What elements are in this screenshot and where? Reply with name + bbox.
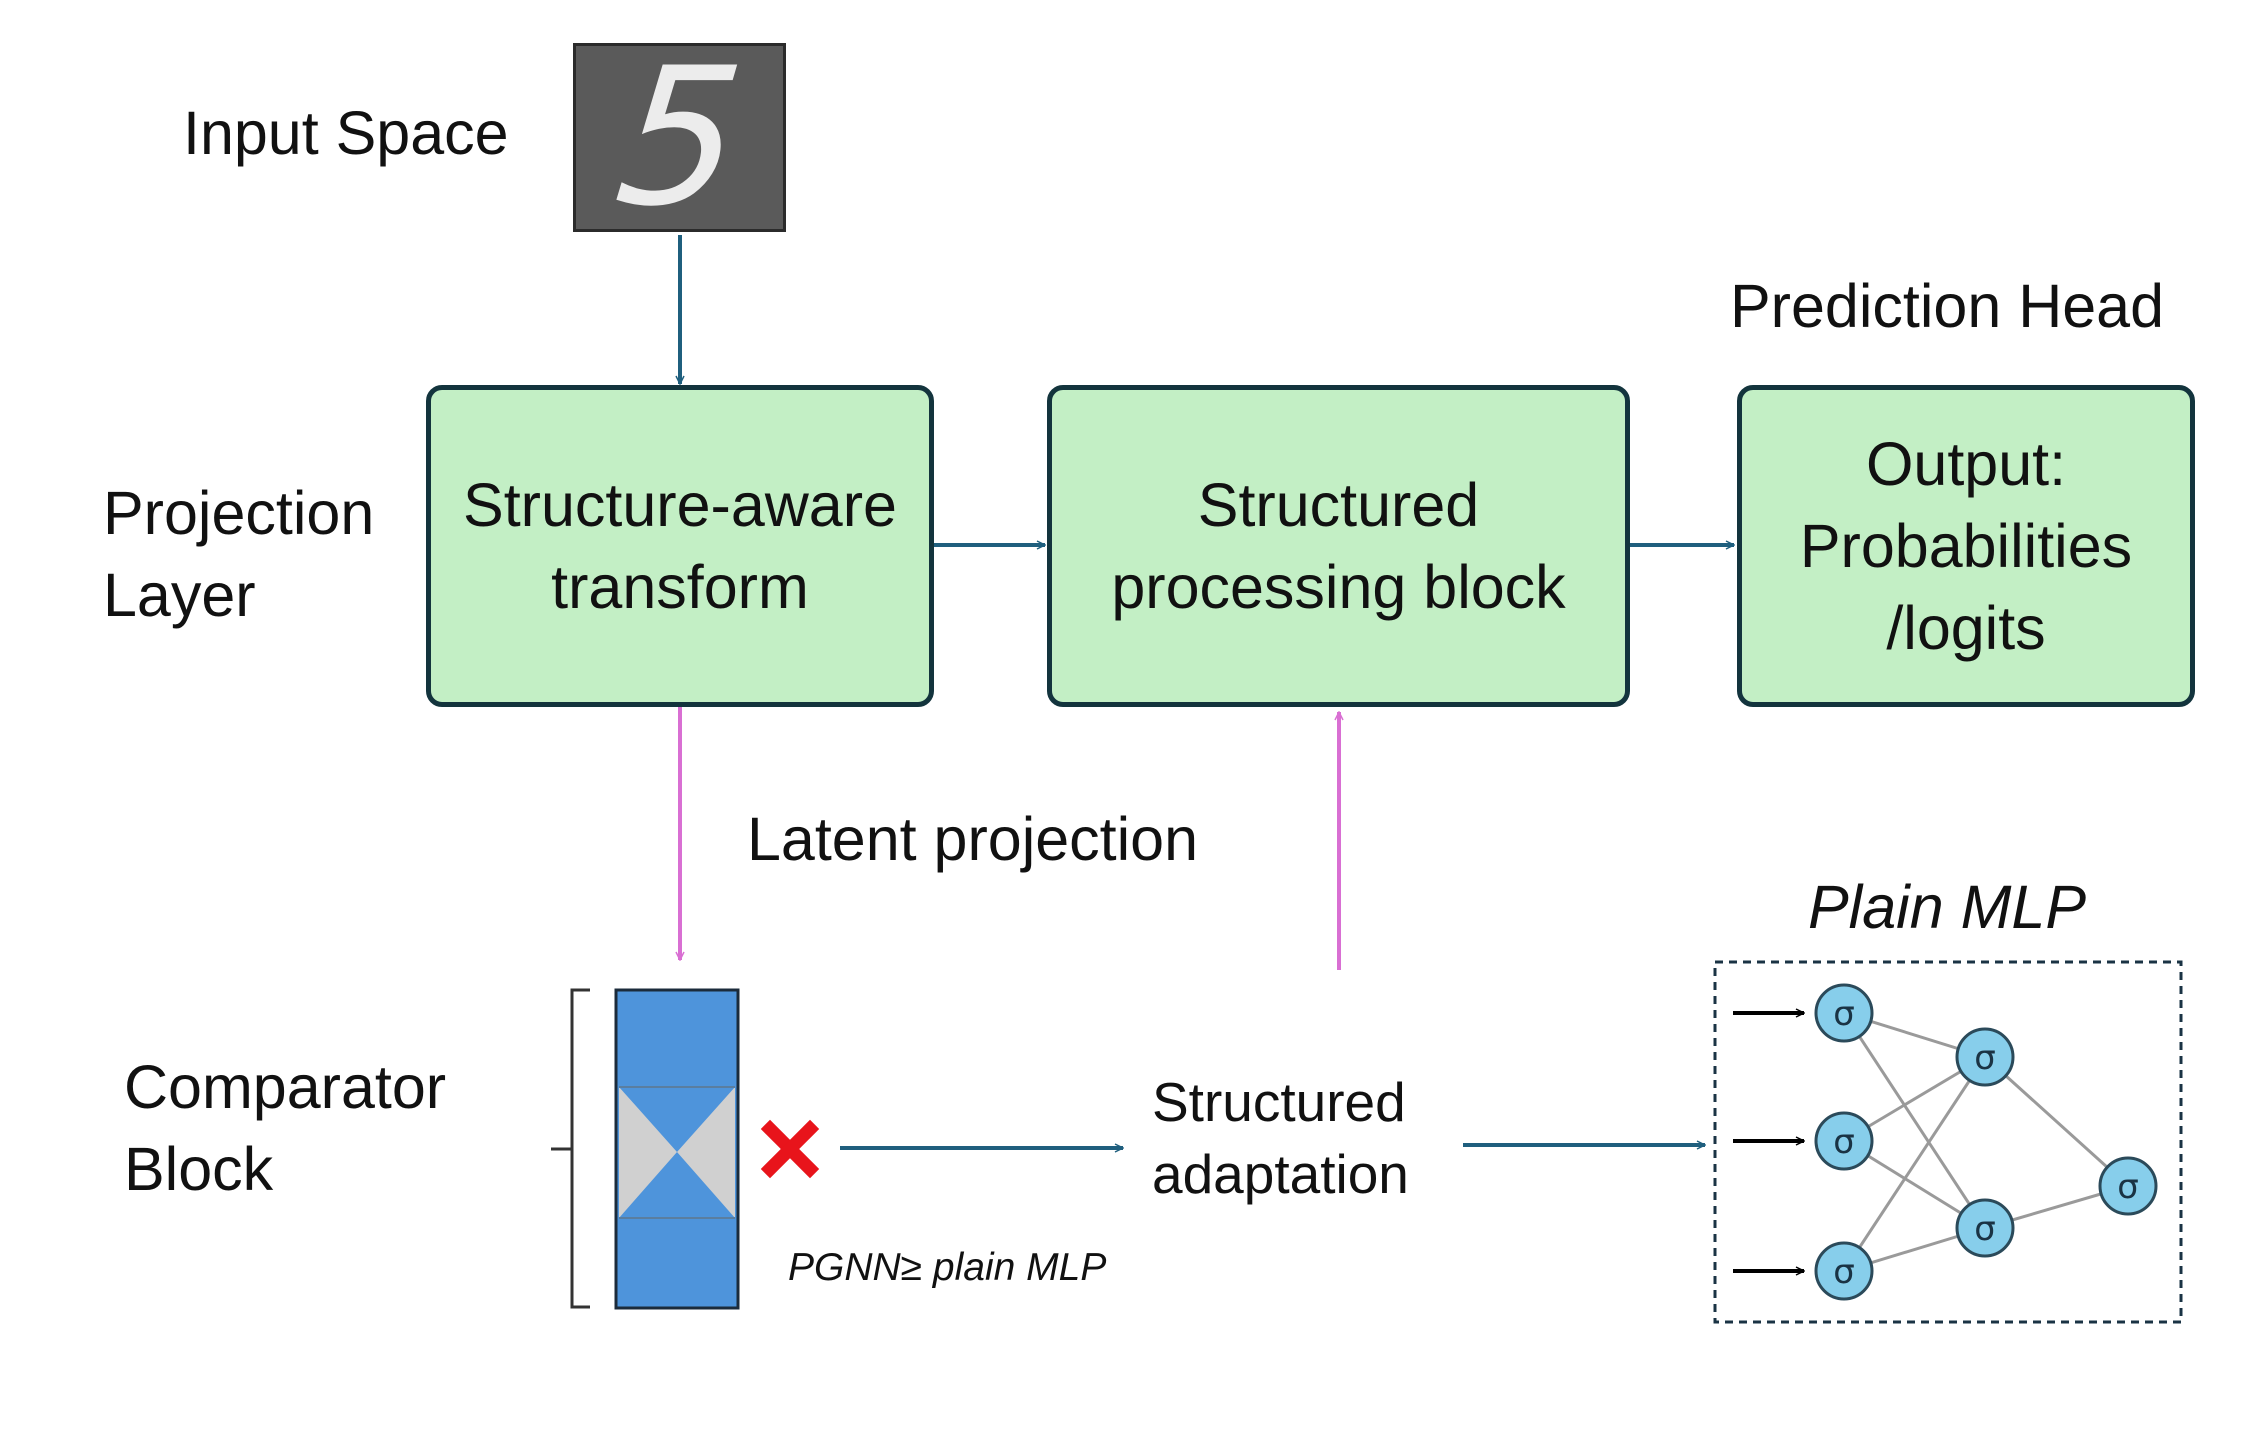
plain-mlp-title: Plain MLP	[1808, 873, 2087, 941]
x-mark-icon	[760, 1119, 820, 1179]
projection-label-line2: Layer	[103, 561, 256, 629]
digit-glyph: 5	[607, 43, 752, 232]
mlp-neuron	[1955, 1027, 2015, 1087]
sigma-label: σ	[1833, 1122, 1855, 1162]
input-digit-image: 5	[573, 43, 786, 232]
mlp-neuron	[1955, 1198, 2015, 1258]
mlp-neuron-labels: σ σ σ σ σ σ	[1833, 994, 2139, 1292]
processing-box-line1: Structured	[1197, 471, 1480, 539]
structure-aware-transform-box: Structure-aware transform	[426, 385, 934, 707]
output-box-line1: Output:	[1865, 430, 2067, 498]
comparator-label-line2: Block	[124, 1135, 274, 1203]
output-box-line3: /logits	[1886, 594, 2046, 662]
structured-processing-block: Structured processing block	[1047, 385, 1630, 707]
latent-projection-label: Latent projection	[747, 805, 1199, 873]
output-box: Output: Probabilities /logits	[1737, 385, 2195, 707]
sigma-label: σ	[1833, 1252, 1855, 1292]
mlp-neuron	[1814, 1111, 1874, 1171]
sigma-label: σ	[1974, 1209, 1996, 1249]
mlp-neurons	[1814, 983, 2158, 1301]
adaptation-label-line2: adaptation	[1152, 1143, 1409, 1205]
projection-label-line1: Projection	[103, 479, 375, 547]
comparator-hourglass	[619, 1087, 735, 1218]
sigma-label: σ	[1974, 1038, 1996, 1078]
output-box-line2: Probabilities	[1799, 512, 2133, 580]
projection-layer-label: Projection Layer	[103, 472, 374, 636]
mlp-frame	[1713, 960, 2183, 1324]
prediction-head-label: Prediction Head	[1730, 272, 2165, 340]
comparator-label-line1: Comparator	[124, 1053, 447, 1121]
mlp-neuron	[2098, 1156, 2158, 1216]
structured-adaptation-label: Structured adaptation	[1152, 1066, 1409, 1210]
mlp-neuron	[1814, 983, 1874, 1043]
sigma-label: σ	[1833, 994, 1855, 1034]
pgnn-note: PGNN≥ plain MLP	[788, 1246, 1107, 1289]
sigma-label: σ	[2117, 1167, 2139, 1207]
processing-box-line2: processing block	[1111, 553, 1566, 621]
comparator-block-label: Comparator Block	[124, 1046, 446, 1210]
adaptation-label-line1: Structured	[1152, 1071, 1406, 1133]
transform-box-line1: Structure-aware	[463, 471, 897, 539]
comparator-bracket	[551, 988, 590, 1309]
input-space-label: Input Space	[183, 99, 509, 167]
mlp-neuron	[1814, 1241, 1874, 1301]
transform-box-line2: transform	[551, 553, 809, 621]
